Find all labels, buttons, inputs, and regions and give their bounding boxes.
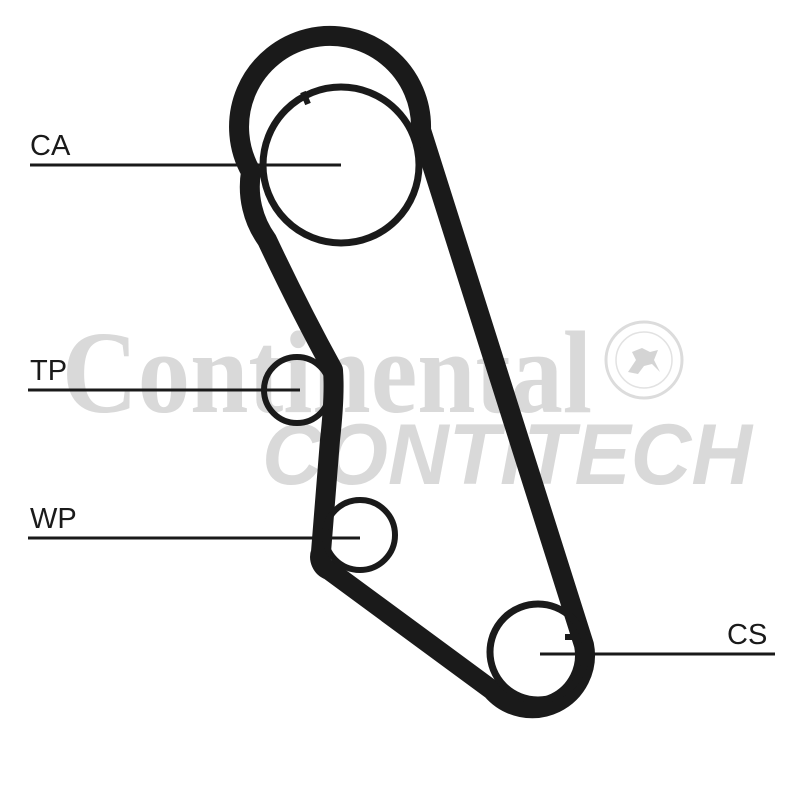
- pulley-cs: [486, 600, 590, 704]
- pulley-wp: [322, 497, 398, 573]
- label-tp: TP: [30, 355, 67, 387]
- timing-belt: [229, 25, 595, 719]
- horse-emblem-icon: [604, 320, 684, 400]
- label-ca: CA: [30, 130, 71, 162]
- label-cs: CS: [727, 619, 767, 651]
- leader-lines: [28, 163, 775, 656]
- label-wp: WP: [30, 503, 77, 535]
- timing-mark-ca: [300, 90, 311, 106]
- watermark: Continental CONTITECH: [62, 307, 754, 503]
